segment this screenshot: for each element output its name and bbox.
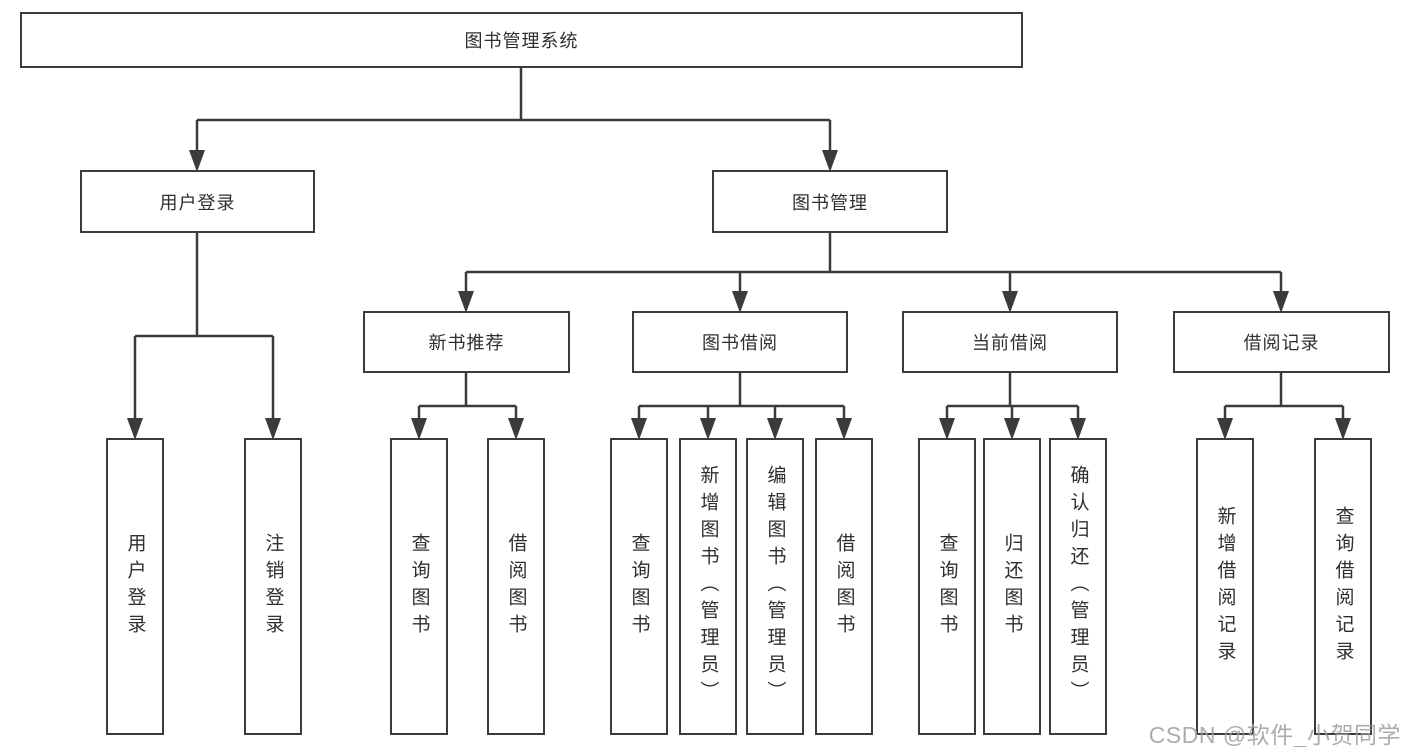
leaf-query-books-borrow: 查询图书: [610, 438, 668, 735]
leaf-user-login: 用户登录: [106, 438, 164, 735]
leaf-confirm-return-admin-label: 确认归还（管理员）: [1067, 465, 1089, 708]
leaf-query-books-current: 查询图书: [918, 438, 976, 735]
leaf-query-books-current-label: 查询图书: [936, 532, 958, 641]
leaf-borrow-books: 借阅图书: [815, 438, 873, 735]
leaf-return-books-label: 归还图书: [1001, 532, 1023, 641]
leaf-borrow-books-recommend: 借阅图书: [487, 438, 545, 735]
leaf-borrow-books-label: 借阅图书: [833, 532, 855, 641]
node-borrow-records-label: 借阅记录: [1243, 333, 1320, 353]
leaf-query-books-recommend: 查询图书: [390, 438, 448, 735]
node-root-label: 图书管理系统: [464, 31, 579, 51]
arrowheads: [127, 150, 1351, 440]
node-book-management: 图书管理: [712, 170, 948, 233]
leaf-edit-book-admin-label: 编辑图书（管理员）: [764, 465, 786, 708]
node-user-login-label: 用户登录: [159, 192, 236, 213]
csdn-watermark: CSDN @软件_小贺同学: [1148, 722, 1401, 747]
leaf-add-borrow-record-label: 新增借阅记录: [1214, 505, 1236, 668]
node-new-book-recommend-label: 新书推荐: [428, 333, 505, 353]
leaf-query-borrow-record: 查询借阅记录: [1314, 438, 1372, 735]
leaf-user-login-label: 用户登录: [124, 532, 146, 641]
leaf-query-books-borrow-label: 查询图书: [628, 532, 650, 641]
node-root: 图书管理系统: [20, 12, 1023, 68]
node-current-borrowing: 当前借阅: [902, 311, 1118, 373]
node-book-management-label: 图书管理: [792, 192, 868, 213]
node-user-login: 用户登录: [80, 170, 315, 233]
leaf-logout: 注销登录: [244, 438, 302, 735]
node-borrow-records: 借阅记录: [1173, 311, 1390, 373]
leaf-query-books-recommend-label: 查询图书: [408, 532, 430, 641]
node-book-borrowing: 图书借阅: [632, 311, 848, 373]
node-new-book-recommend: 新书推荐: [363, 311, 570, 373]
node-book-borrowing-label: 图书借阅: [702, 333, 778, 353]
leaf-query-borrow-record-label: 查询借阅记录: [1332, 505, 1354, 668]
node-current-borrowing-label: 当前借阅: [972, 333, 1048, 353]
leaf-logout-label: 注销登录: [262, 532, 284, 641]
leaf-borrow-books-recommend-label: 借阅图书: [505, 532, 527, 641]
leaf-add-book-admin: 新增图书（管理员）: [679, 438, 737, 735]
leaf-return-books: 归还图书: [983, 438, 1041, 735]
leaf-confirm-return-admin: 确认归还（管理员）: [1049, 438, 1107, 735]
leaf-add-book-admin-label: 新增图书（管理员）: [697, 465, 719, 708]
leaf-add-borrow-record: 新增借阅记录: [1196, 438, 1254, 735]
leaf-edit-book-admin: 编辑图书（管理员）: [746, 438, 804, 735]
